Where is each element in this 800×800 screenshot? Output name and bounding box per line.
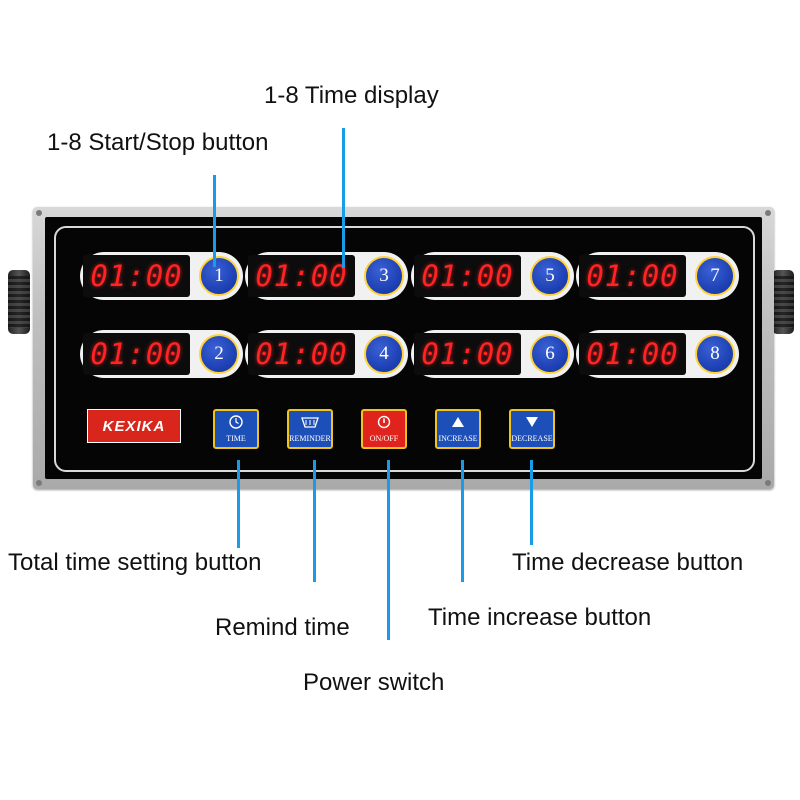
power-button[interactable]: ON/OFF <box>361 409 407 449</box>
time-increase-label: Time increase button <box>428 604 652 631</box>
timer-8: 01:00 8 <box>576 330 739 378</box>
decrease-button[interactable]: DECREASE <box>509 409 555 449</box>
start-stop-button-3[interactable]: 3 <box>364 256 404 296</box>
start-stop-button-5[interactable]: 5 <box>530 256 570 296</box>
remind-time-label: Remind time <box>215 614 350 641</box>
timer-4: 01:00 4 <box>245 330 408 378</box>
timer-number-3: 3 <box>379 265 389 286</box>
timer-number-4: 4 <box>379 343 389 364</box>
start-stop-button-6[interactable]: 6 <box>530 334 570 374</box>
timer-time-2: 01:00 <box>90 337 183 371</box>
down-arrow-icon <box>524 411 540 433</box>
start-stop-button-8[interactable]: 8 <box>695 334 735 374</box>
timer-display-2: 01:00 <box>83 333 190 375</box>
timer-display-6: 01:00 <box>414 333 521 375</box>
time-decrease-label: Time decrease button <box>512 549 744 576</box>
increase-button-label: INCREASE <box>438 434 478 443</box>
power-icon <box>376 411 392 433</box>
timer-number-7: 7 <box>710 265 720 286</box>
time-decrease-pointer <box>530 460 533 545</box>
total-time-setting-label: Total time setting button <box>8 549 262 576</box>
timer-time-8: 01:00 <box>586 337 679 371</box>
clock-icon <box>228 411 244 433</box>
screw <box>36 210 42 216</box>
timer-time-6: 01:00 <box>421 337 514 371</box>
reminder-button[interactable]: REMINDER <box>287 409 333 449</box>
time-button[interactable]: TIME <box>213 409 259 449</box>
screw <box>36 480 42 486</box>
total-time-pointer <box>237 460 240 548</box>
start-stop-button-1[interactable]: 1 <box>199 256 239 296</box>
timer-display-5: 01:00 <box>414 255 521 297</box>
timer-6: 01:00 6 <box>411 330 574 378</box>
timer-time-7: 01:00 <box>586 259 679 293</box>
start-stop-button-7[interactable]: 7 <box>695 256 735 296</box>
up-arrow-icon <box>450 411 466 433</box>
timer-display-7: 01:00 <box>579 255 686 297</box>
screw <box>765 480 771 486</box>
timer-number-6: 6 <box>545 343 555 364</box>
device-frame <box>54 226 755 472</box>
time-display-pointer <box>342 128 345 268</box>
time-display-label: 1-8 Time display <box>264 82 439 109</box>
left-knob[interactable] <box>8 270 30 334</box>
timer-5: 01:00 5 <box>411 252 574 300</box>
start-stop-button-2[interactable]: 2 <box>199 334 239 374</box>
timer-2: 01:00 2 <box>80 330 243 378</box>
timer-time-5: 01:00 <box>421 259 514 293</box>
brand-name: KEXIKA <box>102 417 166 435</box>
power-switch-pointer <box>387 460 390 640</box>
timer-time-4: 01:00 <box>255 337 348 371</box>
timer-number-2: 2 <box>214 343 224 364</box>
timer-time-3: 01:00 <box>255 259 348 293</box>
screw <box>765 210 771 216</box>
start-stop-pointer <box>213 175 216 267</box>
right-knob[interactable] <box>772 270 794 334</box>
timer-display-1: 01:00 <box>83 255 190 297</box>
power-switch-label: Power switch <box>303 669 445 696</box>
decrease-button-label: DECREASE <box>511 434 553 443</box>
timer-1: 01:00 1 <box>80 252 243 300</box>
power-button-label: ON/OFF <box>369 434 399 443</box>
timer-display-3: 01:00 <box>248 255 355 297</box>
timer-time-1: 01:00 <box>90 259 183 293</box>
remind-time-pointer <box>313 460 316 582</box>
reminder-button-label: REMINDER <box>289 434 331 443</box>
timer-number-8: 8 <box>710 343 720 364</box>
timer-number-5: 5 <box>545 265 555 286</box>
increase-button[interactable]: INCREASE <box>435 409 481 449</box>
start-stop-label: 1-8 Start/Stop button <box>47 129 269 156</box>
timer-display-8: 01:00 <box>579 333 686 375</box>
timer-7: 01:00 7 <box>576 252 739 300</box>
timer-number-1: 1 <box>214 265 224 286</box>
timer-display-4: 01:00 <box>248 333 355 375</box>
bell-icon <box>299 411 321 433</box>
time-increase-pointer <box>461 460 464 582</box>
time-button-label: TIME <box>226 434 246 443</box>
brand-logo: KEXIKA <box>87 409 181 443</box>
start-stop-button-4[interactable]: 4 <box>364 334 404 374</box>
timer-3: 01:00 3 <box>245 252 408 300</box>
